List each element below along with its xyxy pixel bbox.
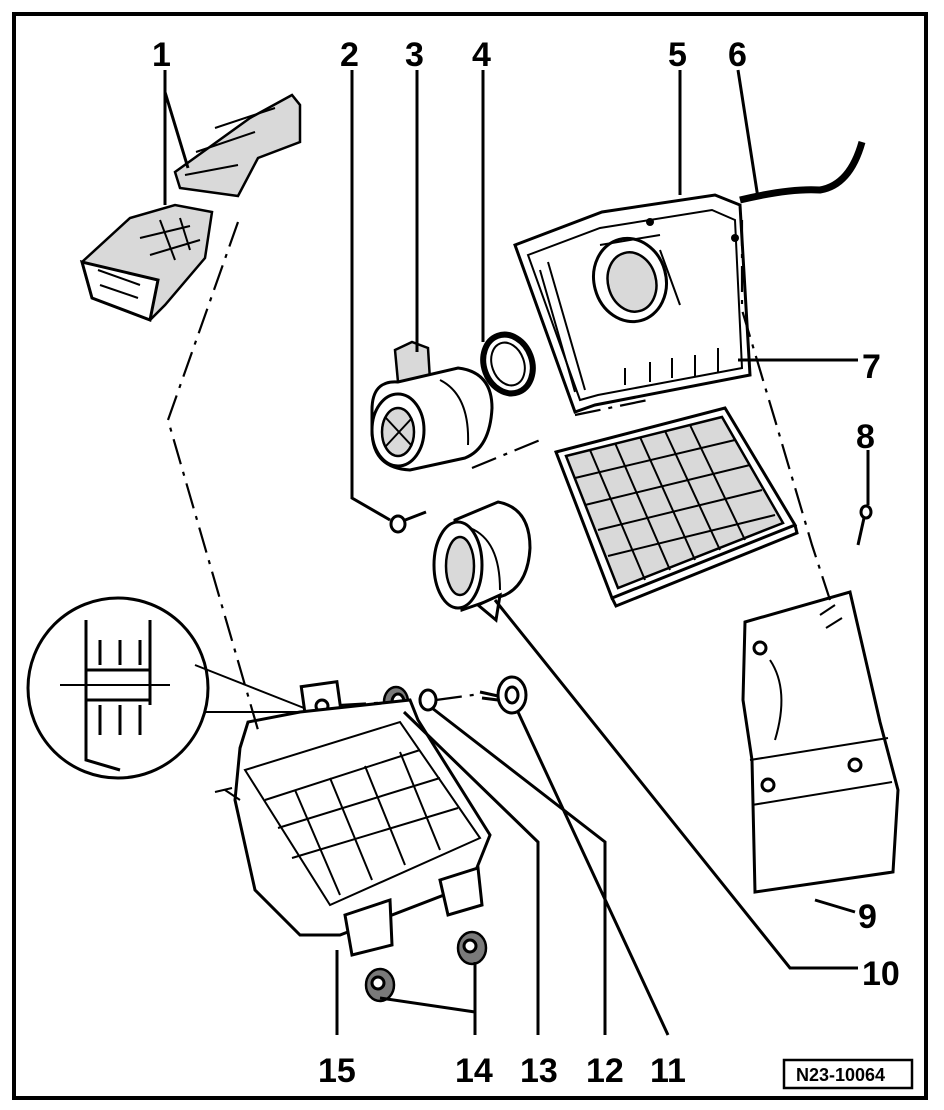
- diagram-frame: [12, 12, 928, 1100]
- callout-3: 3: [405, 36, 424, 74]
- part-bolt-11: [479, 675, 528, 715]
- reference-code-box: N23-10064: [782, 1058, 914, 1090]
- part-lower-housing: [214, 680, 492, 957]
- part-cover-plate: [741, 590, 900, 894]
- callout-12: 12: [586, 1052, 624, 1090]
- callout-2: 2: [340, 36, 359, 74]
- callout-9: 9: [858, 898, 877, 936]
- detail-inset-circle: [26, 596, 305, 780]
- part-screw-8: [856, 504, 873, 546]
- callout-14: 14: [455, 1052, 493, 1090]
- callout-labels: 1 2 3 4 5 6 7 8 9 10 11 12 13 14 15: [152, 36, 900, 1090]
- callout-5: 5: [668, 36, 687, 74]
- callout-4: 4: [472, 36, 491, 74]
- callout-11: 11: [650, 1052, 686, 1090]
- part-air-mass-meter: [370, 340, 494, 472]
- part-seal-ring: [480, 331, 536, 397]
- callout-15: 15: [318, 1052, 356, 1090]
- part-washer-12: [418, 688, 438, 712]
- callout-7: 7: [862, 348, 881, 386]
- callout-1: 1: [152, 36, 171, 74]
- part-filter-element: [553, 406, 799, 608]
- part-intake-duct: [79, 93, 302, 323]
- part-intake-connector: [432, 500, 532, 623]
- part-bolt-2: [389, 510, 427, 534]
- callout-6: 6: [728, 36, 747, 74]
- part-hose: [739, 141, 866, 204]
- leader-lines: [163, 69, 870, 1036]
- callout-10: 10: [862, 955, 900, 993]
- callout-13: 13: [520, 1052, 558, 1090]
- reference-code: N23-10064: [796, 1065, 885, 1085]
- part-rubber-mounts: [364, 930, 488, 1003]
- part-upper-housing: [513, 193, 752, 414]
- callout-8: 8: [856, 418, 875, 456]
- assembly-lines: [166, 220, 832, 731]
